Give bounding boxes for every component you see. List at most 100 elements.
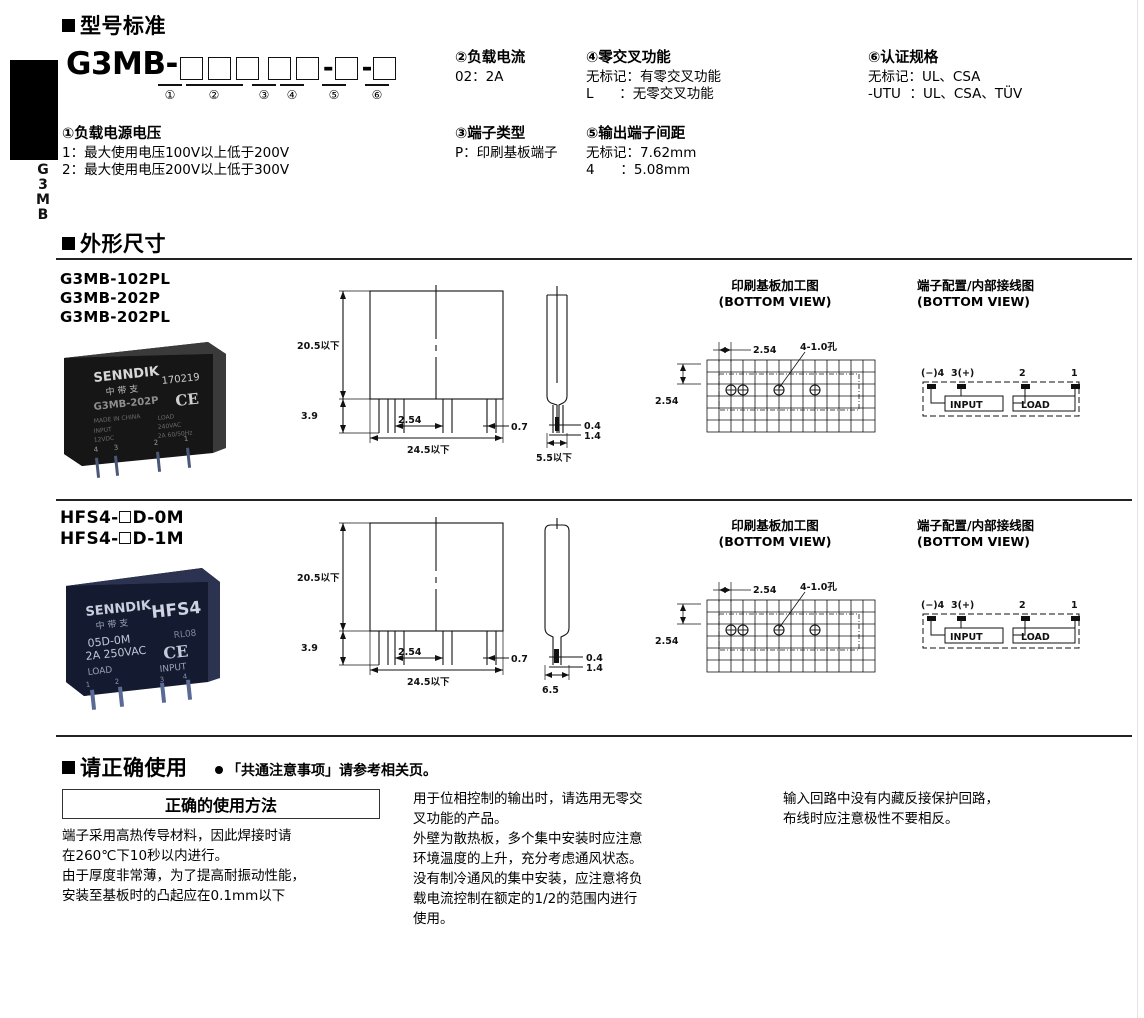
terminal-pin-3-g3mb: 3(+)	[951, 368, 974, 379]
terminal-drawing-g3mb: (−)4 3(+) 2 1 INPUT LOAD	[917, 366, 1117, 426]
callout-number-5: ⑤	[328, 88, 340, 102]
callout-bar-1	[158, 84, 182, 86]
section-bullet-square-icon-2	[62, 237, 75, 250]
pcb-pitch-v-hfs4: 2.54	[655, 636, 679, 647]
svg-text:INPUT: INPUT	[159, 662, 187, 675]
dim-pitch-hfs4: 2.54	[398, 647, 422, 658]
divider-before-usage	[56, 735, 1132, 737]
model-box-3	[235, 57, 259, 80]
svg-text:2A 250VAC: 2A 250VAC	[85, 644, 147, 663]
usage-col2-line-4: 没有制冷通风的集中安装，应注意将负	[413, 871, 643, 887]
spec-terminal-type: ③端子类型 P：印刷基板端子	[455, 126, 558, 162]
vertical-series-label: G 3 M B	[32, 163, 54, 223]
svg-text:MADE IN CHINA: MADE IN CHINA	[93, 413, 141, 425]
model-dash-1: -	[322, 53, 334, 83]
usage-column-2: 用于位相控制的输出时，请选用无零交 叉功能的产品。 外壁为散热板，多个集中安装时…	[413, 789, 643, 929]
usage-col1-line-2: 由于厚度非常薄，为了提高耐振动性能，	[62, 868, 305, 884]
spec-row-6-1: -UTU ：UL、CSA、TÜV	[868, 86, 1023, 102]
pcb-pitch-h-hfs4: 2.54	[753, 585, 777, 596]
spec-row-3-0: P：印刷基板端子	[455, 145, 558, 161]
usage-col2-line-3: 环境温度的上升，充分考虑通风状态。	[413, 851, 643, 867]
page-index-tab	[10, 60, 58, 160]
spec-zero-cross: ④零交叉功能 无标记：有零交叉功能 L ：无零交叉功能	[586, 50, 721, 103]
callout-number-1: ①	[164, 88, 176, 102]
svg-text:3: 3	[159, 676, 164, 684]
vertical-series-char-1: 3	[38, 177, 48, 193]
terminal-pin-1-g3mb: 1	[1071, 368, 1078, 379]
usage-col1-line-3: 安装至基板时的凸起应在0.1mm以下	[62, 888, 286, 904]
terminal-input-label-g3mb: INPUT	[950, 400, 983, 411]
pcb-diagram-title-g3mb: 印刷基板加工图 (BOTTOM VIEW)	[680, 278, 870, 310]
dim-side-t1-hfs4: 0.4	[586, 653, 603, 664]
svg-text:LOAD: LOAD	[87, 665, 113, 678]
pcb-diagram-title-hfs4: 印刷基板加工图 (BOTTOM VIEW)	[680, 518, 870, 550]
divider-dimensions-top	[56, 258, 1132, 260]
pcb-title-cn-hfs4: 印刷基板加工图	[731, 518, 819, 533]
svg-text:LOAD: LOAD	[157, 413, 174, 422]
common-precautions-text: 「共通注意事项」请参考相关页。	[227, 763, 437, 779]
spec-title-1: ①负载电源电压	[62, 126, 162, 142]
callout-number-4: ④	[286, 88, 298, 102]
terminal-title-cn-hfs4: 端子配置/内部接线图	[917, 518, 1035, 533]
model-callout-bars: ① ② ③ ④ ⑤ ⑥	[66, 84, 396, 102]
terminal-pin-4-g3mb: (−)4	[921, 368, 945, 379]
section-title-correct-use: 请正确使用	[80, 756, 188, 780]
model-prefix: G3MB-	[66, 46, 178, 82]
callout-bar-6	[365, 84, 389, 86]
dim-side-t2-hfs4: 1.4	[586, 663, 603, 674]
svg-text:1: 1	[183, 435, 188, 443]
spec-load-current: ②负载电流 02：2A	[455, 50, 525, 86]
usage-column-1: 端子采用高热传导材料，因此焊接时请 在260℃下10秒以内进行。 由于厚度非常薄…	[62, 826, 305, 906]
spec-title-3: ③端子类型	[455, 126, 526, 142]
terminal-pin-3-hfs4: 3(+)	[951, 600, 974, 611]
terminal-title-cn-g3mb: 端子配置/内部接线图	[917, 278, 1035, 293]
dim-thickness-hfs4: 6.5	[542, 685, 559, 696]
dim-pitch-g3mb: 2.54	[398, 415, 422, 426]
pcb-pitch-v-g3mb: 2.54	[655, 396, 679, 407]
model-box-7	[373, 57, 397, 80]
spec-row-4-1: L ：无零交叉功能	[586, 86, 714, 102]
section-title-model-standard: 型号标准	[80, 14, 166, 38]
spec-title-2: ②负载电流	[455, 50, 526, 66]
terminal-diagram-title-g3mb: 端子配置/内部接线图 (BOTTOM VIEW)	[917, 278, 1122, 310]
pcb-drawing-hfs4: 2.54 2.54 4-1.0孔	[655, 572, 905, 682]
spec-row-1-0: 1：最大使用电压100V以上低于200V	[62, 145, 290, 161]
svg-text:SENNDIK: SENNDIK	[85, 598, 153, 620]
section-bullet-square-icon	[62, 19, 75, 32]
model-box-5	[295, 57, 319, 80]
svg-text:12VDC: 12VDC	[93, 435, 114, 444]
dim-lead-len-hfs4: 3.9	[301, 643, 318, 654]
svg-text:中 带 支: 中 带 支	[95, 617, 129, 632]
dim-lead-width-g3mb: 0.7	[511, 422, 528, 433]
model-list-g3mb: G3MB-102PL G3MB-202P G3MB-202PL	[60, 270, 170, 327]
dim-thickness-g3mb: 5.5以下	[536, 453, 572, 464]
vertical-series-char-0: G	[37, 162, 49, 178]
spec-title-4: ④零交叉功能	[586, 50, 671, 66]
note-bullet-icon	[215, 766, 223, 774]
model-name-0: G3MB-102PL	[60, 270, 171, 288]
callout-bar-5	[322, 84, 346, 86]
usage-col1-line-0: 端子采用高热传导材料，因此焊接时请	[62, 828, 292, 844]
dim-height-hfs4: 20.5以下	[297, 573, 340, 584]
section-title-dimensions: 外形尺寸	[80, 232, 166, 256]
dim-side-t2-g3mb: 1.4	[584, 431, 601, 442]
usage-col2-line-1: 叉功能的产品。	[413, 811, 508, 827]
svg-text:RL08: RL08	[173, 629, 197, 641]
callout-bar-3	[252, 84, 276, 86]
svg-text:240VAC: 240VAC	[157, 422, 181, 431]
model-dash-2: -	[361, 53, 373, 83]
usage-column-3: 输入回路中没有内藏反接保护回路， 布线时应注意极性不要相反。	[783, 789, 999, 829]
dim-lead-width-hfs4: 0.7	[511, 654, 528, 665]
svg-text:CE: CE	[162, 641, 189, 663]
usage-col2-line-5: 载电流控制在额定的1/2的范围内进行	[413, 891, 638, 907]
pcb-pitch-h-g3mb: 2.54	[753, 345, 777, 356]
model-box-hfs4-2	[119, 532, 132, 544]
section-heading-dimensions: 外形尺寸	[62, 228, 166, 258]
model-box-2	[207, 57, 231, 80]
terminal-pin-4-hfs4: (−)4	[921, 600, 945, 611]
terminal-load-label-hfs4: LOAD	[1021, 632, 1050, 643]
dim-side-t1-g3mb: 0.4	[584, 421, 601, 432]
pcb-holes-g3mb: 4-1.0孔	[800, 341, 837, 353]
terminal-diagram-title-hfs4: 端子配置/内部接线图 (BOTTOM VIEW)	[917, 518, 1122, 550]
